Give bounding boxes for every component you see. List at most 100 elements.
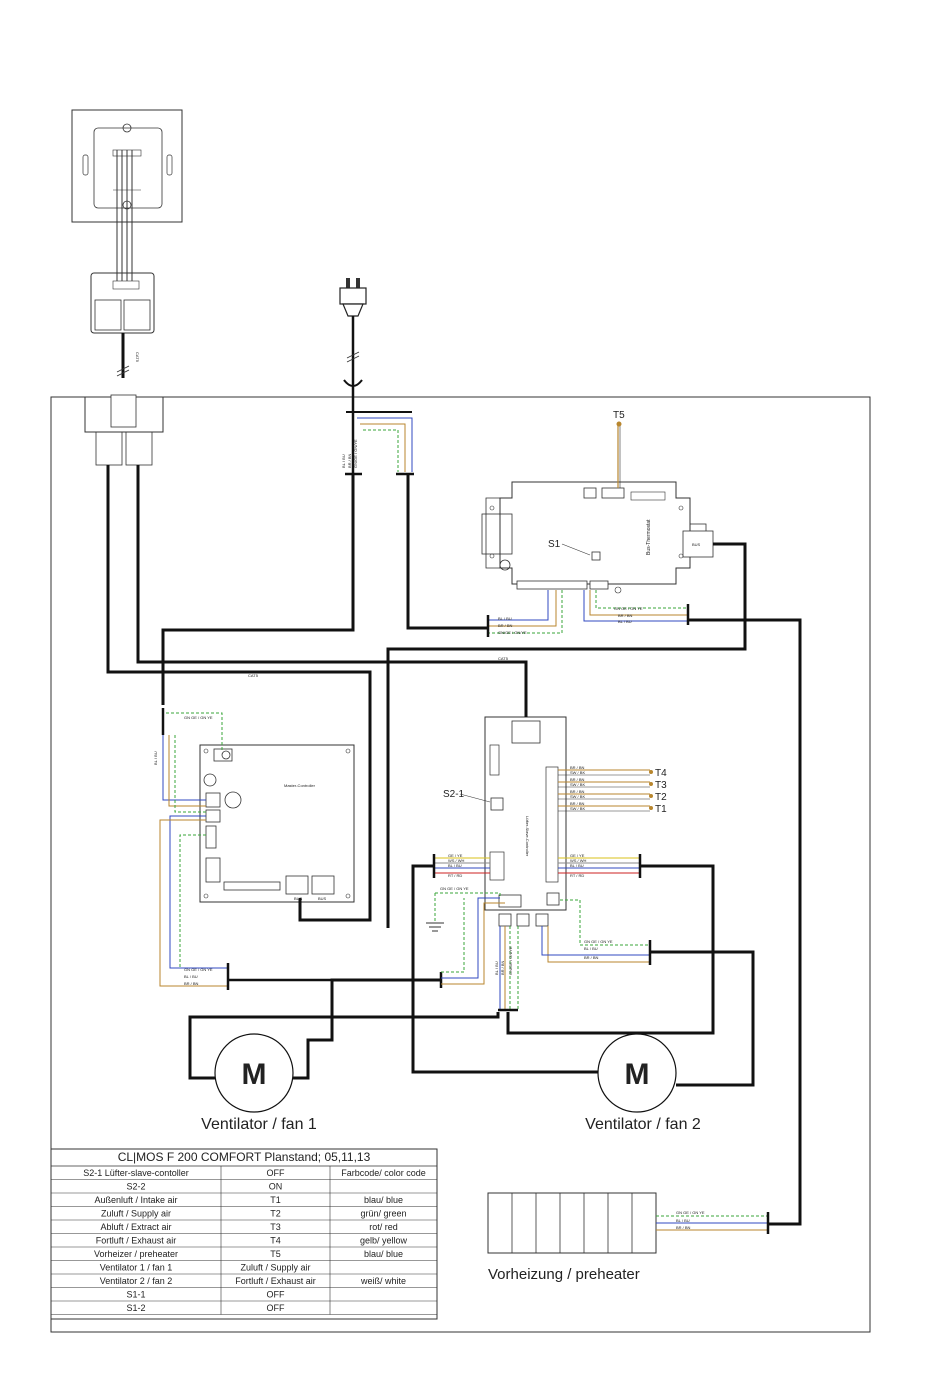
t1-br-label: BR / BN (570, 801, 585, 806)
fr-ws-label: WS / WH (570, 858, 587, 863)
mc-gn-label: GN GE / GN YE (184, 715, 213, 720)
legend-cell: Ventilator 1 / fan 1 (100, 1263, 173, 1273)
t1-label: T1 (655, 804, 667, 815)
cat5-label-1: CAT5 (248, 673, 259, 678)
fr-rt-label: RT / RD (570, 873, 584, 878)
t3-br-label: BR / BN (570, 777, 585, 782)
th2-br-label: BR / BN (618, 613, 633, 618)
t3-label: T3 (655, 780, 667, 791)
t3-sw-label: SW / BK (570, 782, 585, 787)
sl-br-label: BR / BN (500, 960, 505, 975)
fr-bl-label: BL / BU (570, 863, 584, 868)
fan-2: M Ventilator / fan 2 (585, 1033, 701, 1133)
legend-cell: rot/ red (369, 1222, 398, 1232)
t5-label: T5 (613, 410, 625, 421)
legend-cell: gelb/ yellow (360, 1236, 408, 1246)
sr-bl-label: BL / BU (584, 946, 598, 951)
legend-cell: S1-1 (126, 1290, 145, 1300)
cat5-adapter: CAT5 (90, 272, 155, 378)
mains-bl-bu-label: BL / BU (341, 454, 346, 468)
bus-box-label: BUS (692, 542, 701, 547)
legend-cell: Zuluft / Supply air (240, 1263, 310, 1273)
t4-label: T4 (655, 768, 667, 779)
thermostat-wiring: BL / BU BR / BN GN/GE / GN/YE GN GE / GN… (486, 590, 690, 637)
main-frame (50, 396, 871, 1333)
fan-1-motor-label: M (242, 1058, 267, 1091)
th2-bl-label: BL / BU (618, 619, 632, 624)
fan-1: M Ventilator / fan 1 (201, 1033, 317, 1133)
fan-2-label: Ventilator / fan 2 (585, 1116, 701, 1133)
legend-cell: Abluft / Extract air (100, 1222, 171, 1232)
legend-cell: T2 (270, 1209, 281, 1219)
fl-ge-label: GE / YE (448, 853, 463, 858)
fl-bl-label: BL / BU (448, 863, 462, 868)
cat5-junction (84, 394, 164, 466)
preheater: GN GE / GN YE BL / BU BR / BN Vorheizung… (487, 1192, 770, 1283)
legend-cell: T1 (270, 1195, 281, 1205)
legend-cell: ON (269, 1182, 283, 1192)
mains-gn-label: GN/GE / GN/YE (353, 439, 358, 468)
master-controller: Master-Controller BUS BUS (199, 744, 355, 903)
legend-cell: OFF (267, 1290, 285, 1300)
t1-sw-label: SW / BK (570, 806, 585, 811)
ph-gn-label: GN GE / GN YE (676, 1210, 705, 1215)
master-bus-right: BUS (318, 896, 327, 901)
t4-sw-label: SW / BK (570, 770, 585, 775)
fr-ge-label: GE / YE (570, 853, 585, 858)
thick-cables (106, 465, 802, 1226)
fan-2-motor-label: M (625, 1058, 650, 1091)
ph-bl-label: BL / BU (676, 1218, 690, 1223)
legend-cell: Vorheizer / preheater (94, 1249, 178, 1259)
legend-cell: S2-2 (126, 1182, 145, 1192)
earth-gn-label: GN GE / GN YE (440, 886, 469, 891)
fl-ws-label: WS / WH (448, 858, 465, 863)
legend-cell: S2-1 Lüfter-slave-contoller (83, 1168, 189, 1178)
legend-cell: blau/ blue (364, 1195, 403, 1205)
legend-cell: T5 (270, 1249, 281, 1259)
legend-title: CL|MOS F 200 COMFORT Planstand; 05,11,13 (118, 1150, 371, 1164)
t5-sensor: T5 (613, 410, 625, 488)
legend-cell: blau/ blue (364, 1249, 403, 1259)
th-gn-label: GN/GE / GN/YE (498, 630, 527, 635)
mc2-bl-label: BL / BU (184, 974, 198, 979)
legend-cell: S1-2 (126, 1303, 145, 1313)
s2-1-label: S2-1 (443, 789, 465, 800)
t2-sw-label: SW / BK (570, 794, 585, 799)
th-br-label: BR / BN (498, 623, 513, 628)
legend-cell: Fortluft / Exhaust air (96, 1236, 177, 1246)
mc2-gn-label: GN GE / GN YE (184, 967, 213, 972)
temp-sensor-leads: T4 T3 T2 T1 BR / BN BR / BN BR / BN BR /… (558, 765, 667, 815)
mc2-br-label: BR / BN (184, 981, 199, 986)
legend-cell: OFF (267, 1303, 285, 1313)
wall-unit-wires (116, 150, 133, 282)
sl-bl-label: BL / BU (494, 961, 499, 975)
fan-1-label: Ventilator / fan 1 (201, 1116, 317, 1133)
legend-cell: Farbcode/ color code (341, 1168, 426, 1178)
legend-cell: weiß/ white (360, 1276, 406, 1286)
cat5-label-2: CAT5 (498, 656, 509, 661)
mc-bl-label: BL / BU (153, 751, 158, 765)
bus-thermostat: BUS Bus-Thermostat S1 (481, 481, 714, 594)
legend-cell: Fortluft / Exhaust air (235, 1276, 316, 1286)
legend-cell: T4 (270, 1236, 281, 1246)
th2-gn-label: GN GE / GN YE (614, 606, 643, 611)
mains-br-bn-label: BR / BN (347, 453, 352, 468)
preheater-label: Vorheizung / preheater (488, 1266, 640, 1283)
sr-gn-label: GN GE / GN YE (584, 939, 613, 944)
mains-connector: BL / BU BR / BN GN/GE / GN/YE (341, 411, 414, 476)
legend-cell: Ventilator 2 / fan 2 (100, 1276, 173, 1286)
ph-br-label: BR / BN (676, 1225, 691, 1230)
th-bl-label: BL / BU (498, 616, 512, 621)
fl-rt-label: RT / RD (448, 873, 462, 878)
slave-controller: Lüfter-Slave-Controller S2-1 (443, 716, 567, 927)
t2-br-label: BR / BN (570, 789, 585, 794)
master-bus-left: BUS (294, 896, 303, 901)
legend-cell: T3 (270, 1222, 281, 1232)
s1-label: S1 (548, 539, 561, 550)
fan-control-leads: GE / YE WS / WH BL / BU RT / RD GE / YE … (432, 853, 642, 878)
legend-cell: Zuluft / Supply air (101, 1209, 171, 1219)
master-label: Master-Controller (284, 783, 316, 788)
earth-icon: GN GE / GN YE (426, 886, 501, 932)
